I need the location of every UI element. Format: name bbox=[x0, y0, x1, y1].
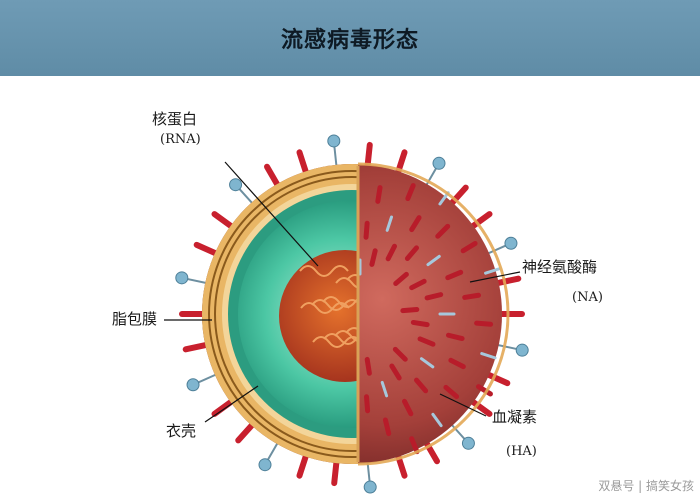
ha-spike bbox=[435, 223, 451, 239]
rna-strands bbox=[299, 265, 358, 348]
ha-spike bbox=[445, 332, 465, 342]
label-nucleoprotein-sub: (RNA) bbox=[160, 132, 201, 147]
na-spike bbox=[426, 254, 441, 267]
virus-diagram: 核蛋白 (RNA) 脂包膜 衣壳 神经氨酸酶 (NA) 血凝素 (HA) 双悬号… bbox=[0, 76, 700, 500]
virus-illustration bbox=[164, 134, 529, 494]
ha-spike bbox=[474, 320, 494, 327]
ha-spike bbox=[235, 419, 258, 444]
ha-spike bbox=[393, 271, 409, 286]
na-spike-head bbox=[432, 156, 446, 170]
ha-spike bbox=[364, 394, 371, 414]
label-hemagglutinin-sub: (HA) bbox=[506, 444, 537, 459]
na-spike bbox=[385, 215, 394, 232]
ha-spike bbox=[414, 377, 429, 394]
ha-spike bbox=[417, 336, 436, 347]
ha-spike bbox=[392, 346, 408, 362]
ha-spike bbox=[404, 245, 420, 261]
cutaway-section bbox=[202, 164, 358, 464]
ha-spike bbox=[405, 183, 416, 202]
ha-spike bbox=[445, 269, 464, 281]
ha-spike bbox=[462, 292, 482, 300]
na-spike bbox=[380, 380, 389, 398]
label-capsid: 衣壳 bbox=[166, 422, 197, 440]
na-spike-head bbox=[363, 480, 377, 494]
ha-spike bbox=[476, 384, 493, 397]
ha-spike bbox=[460, 240, 478, 254]
nucleoprotein-core bbox=[279, 250, 358, 382]
ha-spike bbox=[410, 319, 430, 328]
rna-strand bbox=[312, 336, 358, 348]
label-lipid-envelope: 脂包膜 bbox=[112, 310, 158, 328]
na-spike-head bbox=[186, 378, 200, 392]
leader-hemagglutinin bbox=[439, 393, 487, 417]
na-spike bbox=[480, 352, 497, 360]
leader-neuraminidase bbox=[469, 271, 521, 283]
rna-strand bbox=[311, 299, 358, 311]
rna-strand bbox=[323, 333, 358, 345]
ha-spike bbox=[389, 363, 402, 381]
leader-nucleoprotein bbox=[224, 161, 319, 267]
ha-spike bbox=[401, 398, 414, 417]
ha-spike bbox=[363, 220, 370, 240]
ha-spike bbox=[424, 292, 444, 301]
ha-spike bbox=[385, 243, 398, 262]
rna-strand bbox=[335, 277, 358, 289]
ha-spike bbox=[375, 185, 383, 204]
rna-strand bbox=[300, 302, 350, 314]
ha-spike bbox=[400, 307, 420, 314]
ha-spike bbox=[448, 357, 466, 370]
na-spike-head bbox=[327, 134, 341, 148]
na-spike bbox=[431, 412, 443, 428]
rna-strand bbox=[334, 330, 358, 342]
watermark: 双悬号 | 搞笑女孩 bbox=[598, 479, 694, 493]
na-spike-head bbox=[229, 178, 243, 192]
label-hemagglutinin: 血凝素 bbox=[492, 408, 538, 426]
label-neuraminidase-sub: (NA) bbox=[572, 290, 603, 305]
ha-spike bbox=[364, 356, 372, 376]
page-title: 流感病毒形态 bbox=[280, 28, 419, 53]
rna-strand bbox=[346, 274, 358, 281]
ha-spike bbox=[369, 248, 378, 267]
ha-spike bbox=[409, 215, 422, 233]
ha-spike bbox=[443, 384, 460, 399]
na-spike-head bbox=[461, 436, 475, 450]
ha-spike bbox=[193, 241, 222, 258]
ha-spike bbox=[409, 278, 427, 291]
rna-strand bbox=[345, 327, 358, 334]
label-neuraminidase: 神经氨酸酶 bbox=[522, 258, 598, 276]
label-nucleoprotein: 核蛋白 bbox=[152, 110, 198, 128]
leader-capsid bbox=[204, 385, 259, 423]
na-spike bbox=[419, 357, 435, 369]
ha-spike bbox=[409, 436, 420, 455]
ha-spike bbox=[382, 417, 392, 437]
rna-strand bbox=[299, 265, 349, 277]
na-spike-head bbox=[515, 343, 529, 357]
na-spike bbox=[484, 267, 501, 275]
title-banner: 流感病毒形态 bbox=[0, 0, 700, 76]
na-spike-head bbox=[258, 458, 272, 472]
na-spike-head bbox=[175, 271, 189, 285]
na-spike-head bbox=[504, 236, 518, 250]
